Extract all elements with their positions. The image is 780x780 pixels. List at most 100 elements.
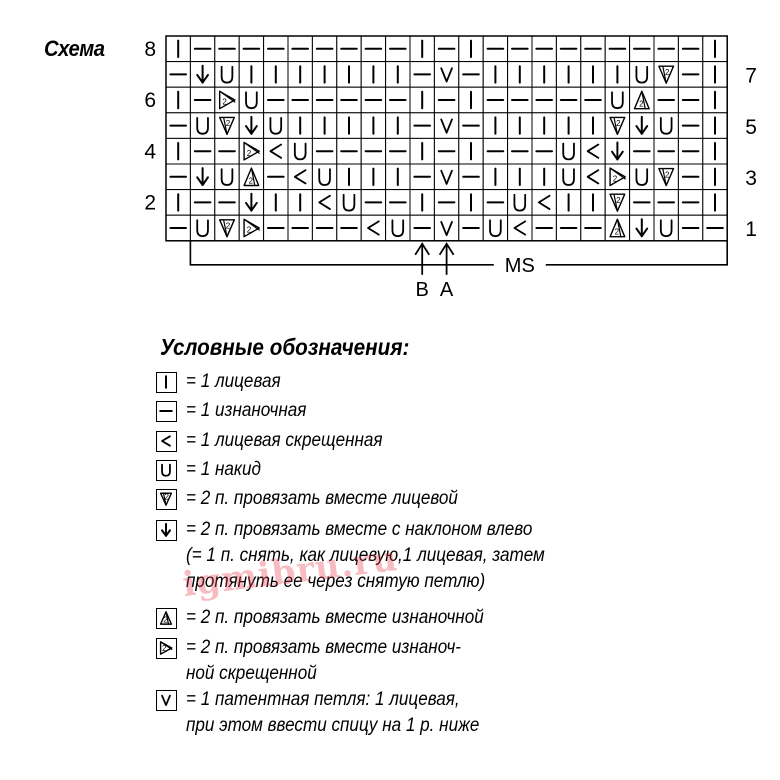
arrow-label: A [440, 279, 454, 301]
chart-cell-yo [287, 137, 313, 165]
chart-cell-p [653, 189, 679, 216]
legend-text: = 2 п. провязать вместе изнаноч- [186, 637, 462, 658]
svg-text:2: 2 [247, 226, 252, 235]
chart-cell-k [409, 137, 435, 165]
chart-cell-k [336, 112, 362, 139]
chart-cell-k [531, 112, 557, 139]
legend-symbol-ktbl [156, 431, 177, 452]
chart-cell-p [677, 189, 704, 216]
chart-cell-k [238, 61, 265, 88]
chart-cell-yo [653, 112, 679, 139]
svg-text:2: 2 [665, 170, 670, 179]
chart-cell-p [653, 86, 679, 114]
chart-cell-p [360, 35, 387, 63]
chart-cell-p [677, 137, 704, 165]
legend-symbol-p2tog: 2 [156, 608, 177, 629]
legend-text: = 1 лицевая [186, 371, 281, 392]
chart-cell-p [189, 35, 216, 63]
svg-text:2: 2 [222, 98, 227, 107]
legend-symbol-k2tog: 2 [156, 489, 177, 510]
chart-cell-p [677, 86, 704, 114]
legend-text: = 1 патентная петля: 1 лицевая, [186, 689, 460, 710]
chart-cell-p [507, 35, 533, 63]
svg-text:2: 2 [616, 196, 621, 205]
chart-cell-yo [629, 163, 655, 191]
chart-cell-k [336, 61, 362, 88]
svg-text:2: 2 [249, 176, 254, 185]
chart-cell-k2tog: 2 [604, 189, 631, 216]
chart-cell-p [238, 35, 265, 63]
chart-cell-p2tog: 2 [238, 163, 265, 191]
chart-cell-k [287, 189, 313, 216]
chart-cell-slip [433, 214, 460, 242]
chart-cell-k [580, 189, 606, 216]
svg-text:2: 2 [616, 119, 621, 128]
chart-cell-k [385, 163, 411, 191]
chart-cell-k [531, 61, 557, 88]
chart-cell-p [580, 35, 606, 63]
chart-cell-slip [433, 163, 460, 191]
chart-cell-slip [433, 112, 460, 139]
chart-border [165, 35, 728, 242]
row-number-right: 5 [745, 116, 757, 139]
chart-cell-p [189, 86, 216, 114]
chart-cell-p [677, 214, 704, 242]
chart-cell-k [409, 189, 435, 216]
chart-cell-yo [214, 163, 240, 191]
svg-text:2: 2 [613, 174, 618, 183]
chart-cell-p [214, 189, 240, 216]
chart-cell-p [287, 35, 313, 63]
legend-text: = 1 накид [186, 459, 261, 480]
chart-cell-p [385, 86, 411, 114]
row-number-right: 3 [745, 167, 757, 190]
chart-cell-p [629, 137, 655, 165]
chart-cell-p [336, 214, 362, 242]
chart-cell-p [555, 35, 582, 63]
chart-cell-p [360, 137, 387, 165]
chart-cell-k [702, 189, 728, 216]
legend-text: = 1 изнаночная [186, 400, 307, 421]
chart-cell-k [360, 112, 387, 139]
chart-cell-p [165, 61, 191, 88]
chart-cell-k [263, 61, 289, 88]
chart-cell-ssk [238, 189, 265, 216]
chart-cell-ssk [189, 61, 216, 88]
chart-cell-k [287, 61, 313, 88]
chart-cell-p [531, 86, 557, 114]
legend-symbol-k [156, 372, 177, 393]
chart-cell-p [385, 137, 411, 165]
chart-cell-ssk [189, 163, 216, 191]
chart-cell-yo [555, 137, 582, 165]
chart-cell-p [604, 35, 631, 63]
chart-cell-p [482, 189, 509, 216]
chart-cell-k [311, 112, 338, 139]
chart-cell-k [604, 61, 631, 88]
chart-cell-p [507, 137, 533, 165]
chart-cell-k [482, 112, 509, 139]
chart-cell-p [311, 35, 338, 63]
chart-cell-yo [189, 214, 216, 242]
row-number-right: 7 [745, 65, 757, 88]
chart-cell-p [214, 137, 240, 165]
chart-cell-k [702, 163, 728, 191]
legend-text-continued: при этом ввести спицу на 1 р. ниже [186, 715, 480, 736]
chart-cell-p [458, 61, 484, 88]
legend-text-continued: протянуть ее через снятую петлю) [186, 571, 486, 592]
chart-cell-p [653, 137, 679, 165]
chart-cell-p [458, 163, 484, 191]
chart-cell-k [507, 163, 533, 191]
legend-symbol-ssk [156, 520, 177, 541]
chart-cell-p [189, 189, 216, 216]
chart-cell-p [409, 112, 435, 139]
chart-cell-ssk [629, 214, 655, 242]
chart-cell-yo [482, 214, 509, 242]
chart-cell-k [555, 112, 582, 139]
chart-cell-k [311, 61, 338, 88]
chart-cell-k2tog: 2 [214, 112, 240, 139]
chart-cell-ssk [238, 112, 265, 139]
chart-cell-p [702, 214, 728, 242]
chart-cell-ktbl [360, 214, 387, 242]
chart-cell-ktbl [311, 189, 338, 216]
chart-cell-p [263, 86, 289, 114]
